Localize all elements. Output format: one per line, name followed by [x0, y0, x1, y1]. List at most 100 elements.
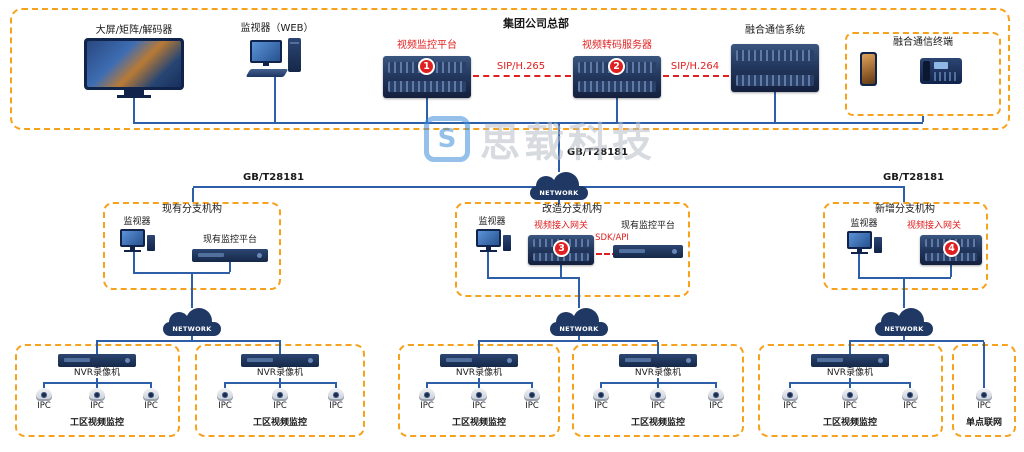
branch2-monitor-icon — [476, 229, 512, 255]
connector-line — [279, 342, 281, 354]
ipc-camera-icon — [89, 388, 105, 401]
connector-line — [849, 342, 851, 354]
connector-line — [858, 277, 951, 279]
branch2-platform-label: 现有监控平台 — [620, 221, 676, 231]
ipc-camera-icon — [143, 388, 159, 401]
nvr-icon — [619, 354, 697, 367]
connector-line — [229, 262, 231, 272]
network-cloud: NETWORK — [530, 172, 588, 200]
hq-bus-line — [133, 122, 923, 124]
network-cloud-label: NETWORK — [884, 325, 924, 333]
connector-line — [578, 279, 580, 308]
video-wall-screen — [87, 41, 181, 87]
connector-line — [657, 382, 659, 388]
ipc-camera-icon — [593, 388, 609, 401]
workstation-keyboard-icon — [245, 69, 289, 77]
sip-h265-label: SIP/H.265 — [496, 61, 546, 72]
sip-dashed-link — [663, 75, 729, 77]
connector-line — [616, 98, 618, 122]
connector-line — [191, 334, 193, 340]
ipc-label: IPC — [90, 401, 104, 411]
connector-line — [789, 382, 791, 388]
network-cloud-label: NETWORK — [539, 189, 579, 197]
ipc-label: IPC — [525, 401, 539, 411]
connector-line — [903, 279, 905, 308]
ipc-label: IPC — [594, 401, 608, 411]
connector-line — [578, 334, 580, 340]
ipc-label: IPC — [651, 401, 665, 411]
connector-line — [478, 340, 658, 342]
sdk-dashed-link — [596, 253, 618, 255]
connector-line — [858, 254, 860, 277]
connector-line — [531, 382, 533, 388]
ipc-label: IPC — [709, 401, 723, 411]
branch2-gateway-label: 视频接入网关 — [533, 221, 589, 231]
connector-line — [558, 124, 560, 172]
connector-line — [43, 382, 45, 388]
hq-group-box — [10, 8, 1010, 130]
ipc-camera-icon — [272, 388, 288, 401]
connector-line — [224, 382, 226, 388]
ipc-label: IPC — [977, 401, 991, 411]
branch3-gateway-label: 视频接入网关 — [906, 221, 962, 231]
ipc-label: IPC — [273, 401, 287, 411]
branch2-monitor-label: 监视器 — [478, 217, 506, 227]
connector-line — [600, 382, 602, 388]
connector-line — [478, 382, 480, 388]
platform-server-label: 视频监控平台 — [397, 40, 457, 51]
ipc-camera-icon — [217, 388, 233, 401]
ipc-camera-icon — [842, 388, 858, 401]
connector-line — [96, 382, 98, 388]
branch-existing-title: 现有分支机构 — [162, 204, 222, 215]
ipc-label: IPC — [472, 401, 486, 411]
branch3-monitor-label: 监视器 — [850, 219, 878, 229]
connector-line — [560, 265, 562, 277]
workstation-monitor-icon — [250, 40, 282, 63]
branch1-platform-icon — [192, 249, 268, 262]
zone-caption: 工区视频监控 — [630, 418, 686, 428]
connector-line — [909, 382, 911, 388]
branch2-sdk-label: SDK/API — [595, 233, 629, 243]
video-wall-stand — [124, 90, 144, 95]
ipc-camera-icon — [976, 388, 992, 401]
connector-line — [133, 98, 135, 122]
ipc-label: IPC — [420, 401, 434, 411]
workstation-screen — [252, 42, 280, 61]
mobile-phone-icon — [860, 52, 877, 86]
connector-line — [487, 252, 489, 277]
network-cloud: NETWORK — [875, 308, 933, 336]
ipc-label: IPC — [37, 401, 51, 411]
desk-phone-icon — [920, 58, 962, 84]
ipc-label: IPC — [218, 401, 232, 411]
ipc-camera-icon — [328, 388, 344, 401]
network-cloud-label: NETWORK — [559, 325, 599, 333]
zone-caption: 单点联网 — [965, 418, 1003, 428]
branch3-monitor-icon — [847, 231, 883, 257]
workstation-stand — [263, 63, 269, 66]
branch1-monitor-icon — [120, 229, 156, 255]
nvr-label: NVR录像机 — [254, 368, 306, 379]
nvr-label: NVR录像机 — [824, 368, 876, 379]
network-cloud: NETWORK — [163, 308, 221, 336]
desk-phone-keypad — [934, 72, 956, 81]
video-wall-icon — [84, 38, 184, 90]
nvr-icon — [58, 354, 136, 367]
connector-line — [133, 252, 135, 272]
branch-retrofit-title: 改造分支机构 — [542, 204, 602, 215]
network-cloud-label: NETWORK — [172, 325, 212, 333]
connector-line — [96, 340, 281, 342]
nvr-icon — [241, 354, 319, 367]
ipc-camera-icon — [36, 388, 52, 401]
ipc-camera-icon — [419, 388, 435, 401]
nvr-label: NVR录像机 — [71, 368, 123, 379]
connector-line — [192, 188, 194, 202]
branch-new-box — [823, 202, 988, 290]
network-cloud: NETWORK — [550, 308, 608, 336]
ipc-camera-icon — [650, 388, 666, 401]
ipc-label: IPC — [903, 401, 917, 411]
connector-line — [191, 274, 193, 308]
connector-line — [279, 382, 281, 388]
badge-1: 1 — [418, 58, 435, 75]
connector-line — [849, 382, 851, 388]
web-monitor-label: 监视器（WEB） — [240, 23, 314, 34]
